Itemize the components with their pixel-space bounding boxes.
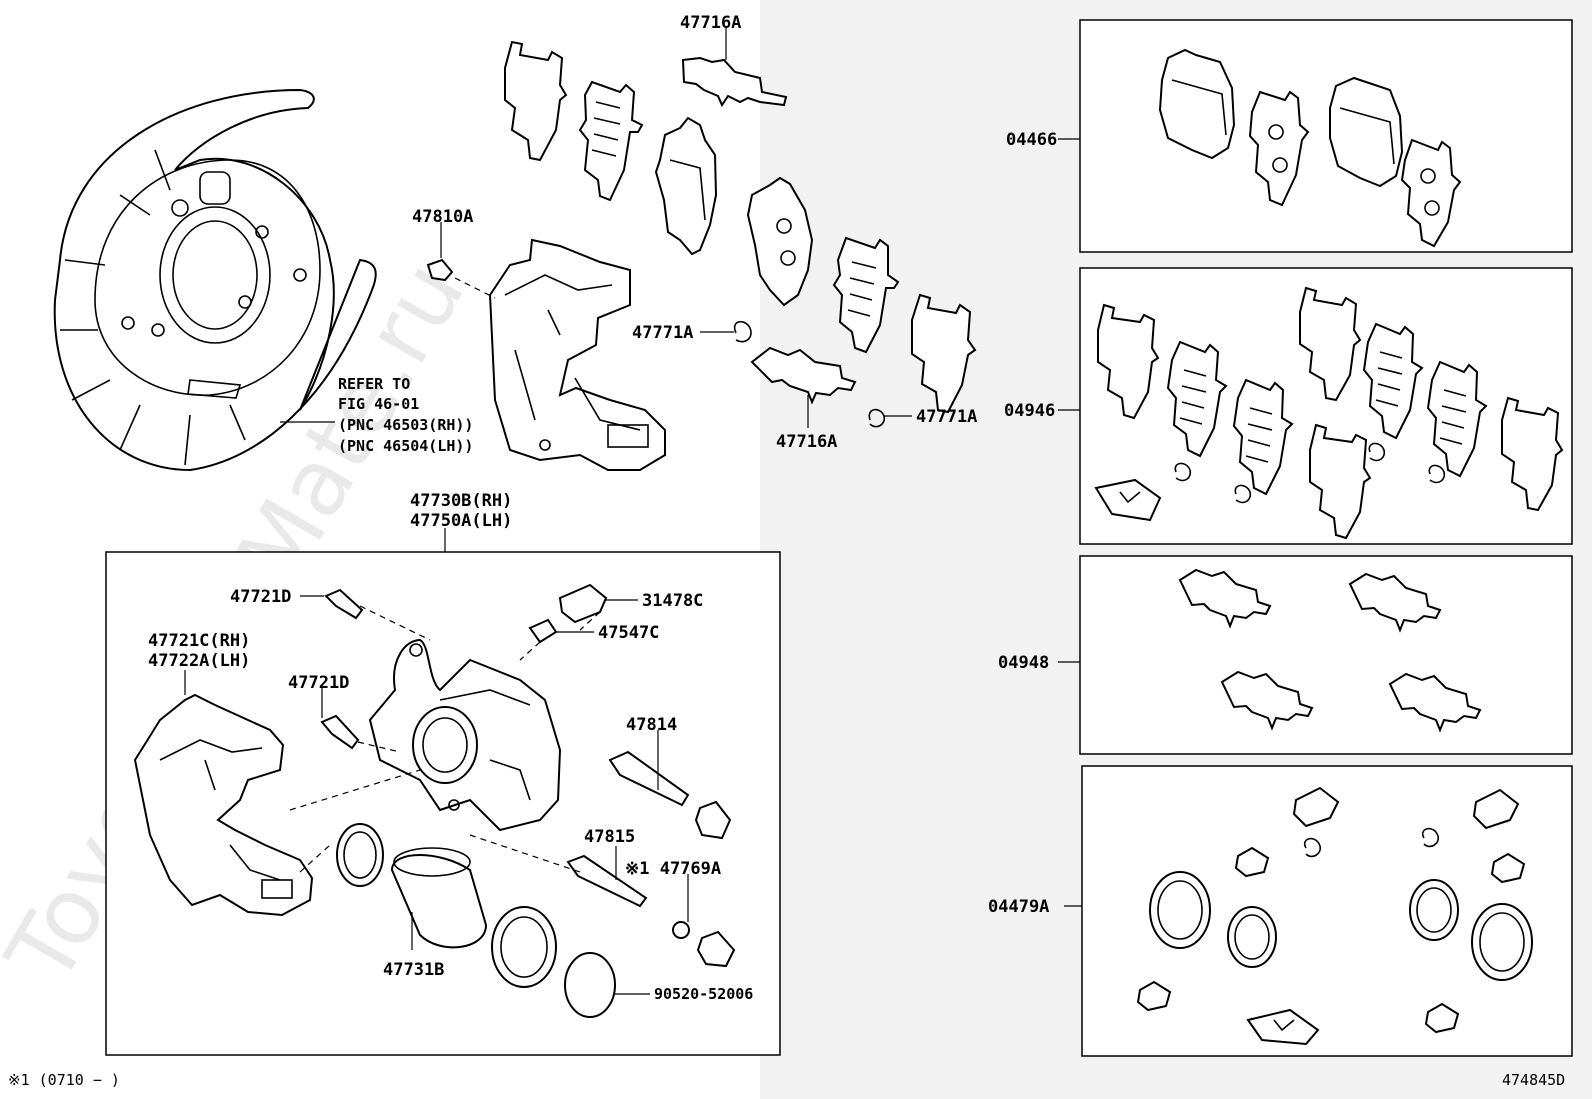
label-47769a: ※1 47769A [625,859,721,879]
label-47721c: 47721C(RH) [148,631,250,651]
refer-line-3: (PNC 46503(RH)) [338,416,473,434]
bolt-47810a-drawing [426,258,454,282]
label-47771a-left: 47771A [632,323,693,343]
label-47815: 47815 [584,827,635,847]
kit-04948-clips-drawing [1178,568,1482,733]
leader-47810a-dash [454,277,496,299]
footnote-text: ※1 (0710 − ) [8,1071,120,1089]
label-47750a: 47750A(LH) [410,511,512,531]
label-47810a: 47810A [412,207,473,227]
kit-box-04948 [1079,555,1573,755]
label-47771a-right: 47771A [916,407,977,427]
caliper-assembly-drawing [133,583,736,1018]
refer-line-1: REFER TO [338,375,410,393]
label-47721d-mid: 47721D [288,673,349,693]
label-47731b: 47731B [383,960,444,980]
refer-line-2: FIG 46-01 [338,395,419,413]
label-47730b: 47730B(RH) [410,491,512,511]
label-04946: 04946 [1004,401,1055,421]
caliper-mount-top-drawing [488,238,666,471]
refer-line-4: (PNC 46504(LH)) [338,437,473,455]
label-90520: 90520-52006 [654,985,753,1003]
top-pad-set-drawing [504,40,977,428]
label-47547c: 47547C [598,623,659,643]
label-47716a-bottom: 47716A [776,432,837,452]
label-04479a: 04479A [988,897,1049,917]
kit-04479a-seals-drawing [1136,786,1533,1046]
label-47721d-top: 47721D [230,587,291,607]
label-31478c: 31478C [642,591,703,611]
kit-box-04466 [1079,19,1573,253]
kit-04946-pads-drawing [1094,286,1564,540]
caliper-dashed-leaders [289,605,601,873]
label-47722a: 47722A(LH) [148,651,250,671]
label-47814: 47814 [626,715,677,735]
diagram-id: 474845D [1502,1071,1565,1089]
label-04948: 04948 [998,653,1049,673]
label-47716a-top: 47716A [680,13,741,33]
label-04466: 04466 [1006,130,1057,150]
dust-shield-drawing [53,88,377,472]
kit-04466-pads-drawing [1158,48,1462,248]
